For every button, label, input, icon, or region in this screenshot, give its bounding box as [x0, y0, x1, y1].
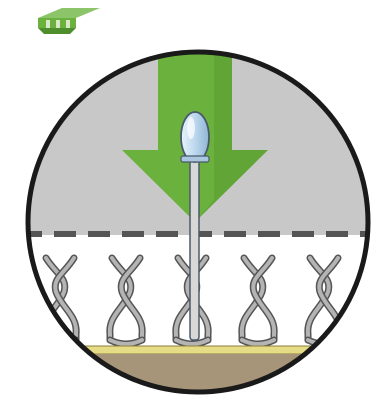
green-breadboard-fragment-icon — [38, 8, 100, 34]
led-rim — [181, 156, 209, 162]
surface-dash — [156, 231, 178, 237]
surface-dash — [224, 231, 246, 237]
magnified-view — [0, 40, 387, 404]
led-lead — [190, 150, 199, 340]
surface-dash — [88, 231, 110, 237]
led-highlight — [187, 117, 195, 139]
board-base — [0, 354, 387, 404]
surface-dash — [326, 231, 348, 237]
surface-dash — [122, 231, 144, 237]
conductive-strip — [0, 346, 387, 354]
surface-line — [20, 231, 382, 237]
surface-dash — [258, 231, 280, 237]
led-body — [181, 112, 209, 162]
surface-dash — [360, 231, 382, 237]
surface-dash — [292, 231, 314, 237]
surface-dash — [54, 231, 76, 237]
spring-contact-icon — [374, 258, 387, 344]
